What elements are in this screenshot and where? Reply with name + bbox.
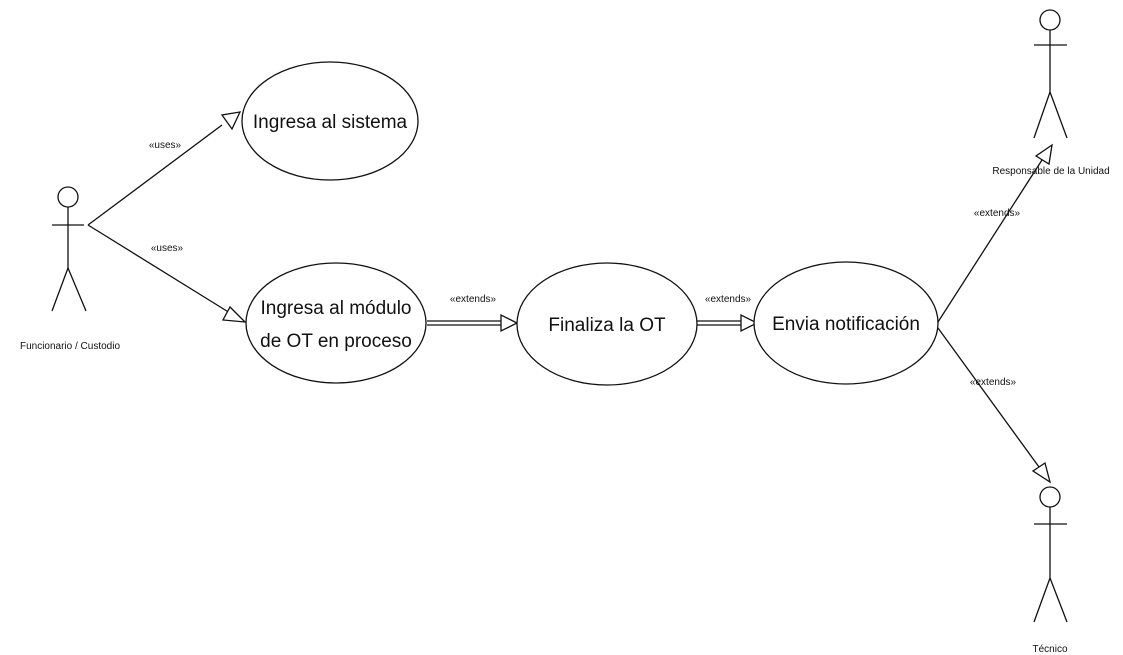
- actor-responsable-label: Responsable de la Unidad: [992, 166, 1109, 177]
- relation-extends-tecnico-arrowhead: [1031, 461, 1052, 484]
- use-case-envia-ellipse: [753, 261, 939, 385]
- use-case-ingresa-modulo: Ingresa al módulo de OT en proceso: [245, 262, 427, 384]
- relation-uses-sistema-line: [87, 124, 223, 226]
- use-case-envia: Envia notificación: [753, 261, 939, 385]
- relation-extends-finaliza-label: «extends»: [450, 294, 497, 305]
- actor-funcionario-right-leg: [67, 267, 87, 312]
- relation-extends-finaliza-arrowhead: [500, 313, 519, 333]
- actor-tecnico: Técnico: [1032, 486, 1068, 655]
- use-case-ingresa-sistema: Ingresa al sistema: [241, 61, 419, 181]
- actor-responsable-head: [1039, 9, 1061, 31]
- use-case-envia-label: Envia notificación: [772, 314, 920, 335]
- use-case-ingresa-modulo-ellipse: [245, 262, 427, 384]
- actor-funcionario-head: [57, 186, 79, 208]
- relation-extends-responsable: «extends»: [937, 143, 1053, 323]
- actor-responsable-right-leg: [1049, 91, 1068, 139]
- actor-funcionario-label: Funcionario / Custodio: [20, 341, 120, 352]
- use-case-finaliza-ellipse: [516, 262, 698, 386]
- actor-tecnico-label: Técnico: [1032, 644, 1067, 655]
- use-case-ingresa-modulo-label-line2: de OT en proceso: [260, 331, 412, 352]
- actor-responsable-left-leg: [1033, 91, 1051, 139]
- actor-tecnico-head: [1039, 486, 1061, 508]
- relation-extends-finaliza: «extends»: [427, 294, 519, 333]
- actor-tecnico-left-leg: [1033, 577, 1051, 623]
- relation-extends-tecnico: «extends»: [937, 327, 1052, 484]
- relation-uses-sistema: «uses»: [87, 111, 242, 226]
- use-case-ingresa-sistema-label: Ingresa al sistema: [253, 112, 408, 133]
- relation-extends-tecnico-label: «extends»: [970, 377, 1017, 388]
- relation-extends-envia: «extends»: [697, 294, 759, 333]
- use-case-finaliza-label: Finaliza la OT: [548, 315, 666, 336]
- use-case-ingresa-sistema-ellipse: [241, 61, 419, 181]
- actor-funcionario: Funcionario / Custodio: [20, 186, 120, 352]
- relation-extends-responsable-label: «extends»: [974, 208, 1021, 219]
- relation-uses-modulo-line: [87, 224, 231, 314]
- relation-uses-modulo-arrowhead: [221, 305, 247, 323]
- relation-extends-responsable-arrowhead: [1034, 143, 1053, 166]
- use-case-finaliza: Finaliza la OT: [516, 262, 698, 386]
- relation-extends-responsable-line: [937, 159, 1043, 323]
- relation-uses-sistema-arrowhead: [220, 111, 242, 131]
- relation-uses-modulo-label: «uses»: [151, 243, 184, 254]
- relation-extends-tecnico-line: [937, 327, 1040, 468]
- actor-responsable: Responsable de la Unidad: [992, 9, 1110, 177]
- relation-extends-envia-label: «extends»: [705, 294, 752, 305]
- actor-tecnico-right-leg: [1049, 577, 1068, 623]
- actor-funcionario-left-leg: [51, 267, 69, 312]
- use-case-ingresa-modulo-label-line1: Ingresa al módulo: [260, 298, 411, 319]
- relation-extends-envia-arrowhead: [740, 313, 759, 333]
- relation-uses-sistema-label: «uses»: [149, 140, 182, 151]
- relation-uses-modulo: «uses»: [87, 224, 247, 323]
